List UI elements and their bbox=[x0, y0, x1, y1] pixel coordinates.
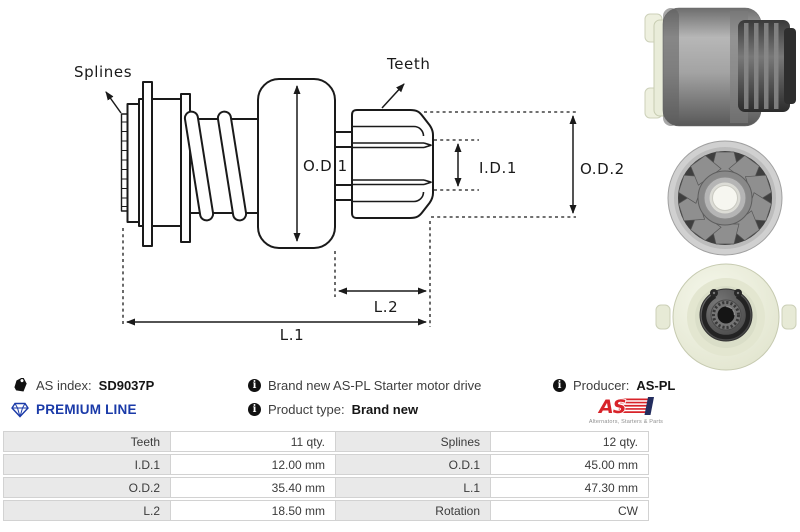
info-icon: i bbox=[553, 379, 566, 392]
spec-label-cell: Rotation bbox=[335, 500, 491, 521]
spec-label-cell: Splines bbox=[335, 431, 491, 452]
spring-coil bbox=[183, 110, 215, 222]
table-row: I.D.1 12.00 mm O.D.1 45.00 mm bbox=[3, 454, 651, 475]
as-logo-text: AS bbox=[597, 396, 626, 418]
table-row: L.2 18.50 mm Rotation CW bbox=[3, 500, 651, 521]
table-row: O.D.2 35.40 mm L.1 47.30 mm bbox=[3, 477, 651, 498]
product-type-row: i Product type: Brand new bbox=[248, 401, 418, 418]
photo-side-view bbox=[644, 7, 796, 127]
product-type-label: Product type: bbox=[268, 402, 345, 417]
spec-value-cell: 12.00 mm bbox=[170, 454, 336, 475]
gear-teeth-highlights bbox=[744, 23, 779, 109]
product-description-row: i Brand new AS-PL Starter motor drive bbox=[248, 377, 481, 394]
as-index-row: AS index: SD9037P bbox=[12, 377, 154, 394]
od1-dimension-label: O.D.1 bbox=[303, 157, 348, 175]
extension-lines bbox=[122, 111, 576, 327]
spec-label-cell: O.D.2 bbox=[3, 477, 171, 498]
drive-outline bbox=[120, 78, 434, 249]
splines-callout-label: Splines bbox=[74, 63, 132, 81]
as-index-label: AS index: bbox=[36, 378, 92, 393]
spec-label-cell: Teeth bbox=[3, 431, 171, 452]
as-index-value: SD9037P bbox=[98, 378, 155, 393]
l1-dimension-label: L.1 bbox=[280, 326, 304, 344]
spec-value-cell: 45.00 mm bbox=[490, 454, 649, 475]
spec-table: Teeth 11 qty. Splines 12 qty. I.D.1 12.0… bbox=[3, 431, 651, 523]
diamond-icon bbox=[11, 402, 29, 418]
info-icon: i bbox=[248, 379, 261, 392]
teeth-callout-label: Teeth bbox=[386, 55, 430, 73]
spec-label-cell: L.1 bbox=[335, 477, 491, 498]
spec-value-cell: 35.40 mm bbox=[170, 477, 336, 498]
snap-ring bbox=[701, 294, 751, 340]
photo-front-view bbox=[667, 140, 783, 256]
pinion-gear bbox=[351, 109, 434, 219]
premium-line-label: PREMIUM LINE bbox=[36, 402, 137, 417]
spec-value-cell: 47.30 mm bbox=[490, 477, 649, 498]
premium-line-badge: PREMIUM LINE bbox=[11, 401, 137, 418]
spec-value-cell: 12 qty. bbox=[490, 431, 649, 452]
teeth-leader-arrow bbox=[381, 83, 405, 109]
brand-tagline: Alternators, Starters & Parts bbox=[588, 419, 664, 425]
splines-leader-arrow bbox=[105, 91, 122, 114]
product-description: Brand new AS-PL Starter motor drive bbox=[268, 378, 482, 393]
tag-icon bbox=[14, 377, 27, 392]
l2-dimension-label: L.2 bbox=[374, 298, 398, 316]
producer-value: AS-PL bbox=[636, 378, 676, 393]
brand-logo: AS Alternators, Starters & Parts bbox=[584, 396, 668, 425]
id1-dimension-label: I.D.1 bbox=[479, 159, 517, 177]
technical-drawing: Splines Teeth O.D.1 I.D.1 O.D.2 L.2 L.1 bbox=[74, 55, 625, 344]
info-icon: i bbox=[248, 403, 261, 416]
as-pl-logo-icon: AS bbox=[596, 396, 654, 418]
table-row: Teeth 11 qty. Splines 12 qty. bbox=[3, 431, 651, 452]
spec-label-cell: O.D.1 bbox=[335, 454, 491, 475]
spec-label-cell: I.D.1 bbox=[3, 454, 171, 475]
spring-coil bbox=[216, 110, 248, 222]
spec-value-cell: 11 qty. bbox=[170, 431, 336, 452]
spec-label-cell: L.2 bbox=[3, 500, 171, 521]
spec-value-cell: 18.50 mm bbox=[170, 500, 336, 521]
od2-dimension-label: O.D.2 bbox=[580, 160, 625, 178]
photo-back-view bbox=[655, 263, 797, 371]
gear-teeth-lines bbox=[352, 125, 432, 203]
producer-label: Producer: bbox=[573, 378, 630, 393]
spec-value-cell: CW bbox=[490, 500, 649, 521]
product-type-value: Brand new bbox=[351, 402, 419, 417]
producer-row: i Producer: AS-PL bbox=[553, 377, 675, 394]
dimension-arrows bbox=[105, 83, 577, 326]
